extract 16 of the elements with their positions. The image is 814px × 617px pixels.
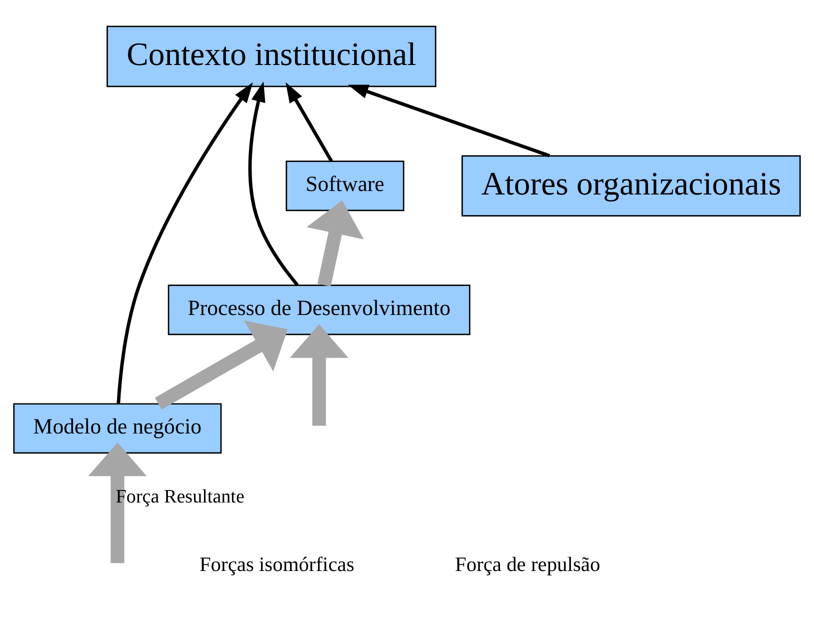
arrow (348, 84, 550, 158)
arrow (88, 442, 147, 564)
arrow (116, 82, 253, 404)
arrow (290, 324, 348, 426)
node-box: Processo de Desenvolvimento (168, 284, 470, 336)
label: Força de repulsão (455, 554, 600, 576)
arrow (248, 81, 299, 286)
label: Forças isomórficas (199, 554, 354, 576)
arrow (286, 82, 333, 162)
arrow (154, 320, 288, 410)
node-box: Contexto institucional (106, 26, 436, 88)
node-box: Modelo de negócio (13, 403, 222, 454)
node-box: Atores organizacionais (462, 155, 801, 217)
node-box: Software (286, 160, 404, 212)
edge-label: Força Resultante (116, 486, 244, 508)
arrow (306, 200, 364, 287)
